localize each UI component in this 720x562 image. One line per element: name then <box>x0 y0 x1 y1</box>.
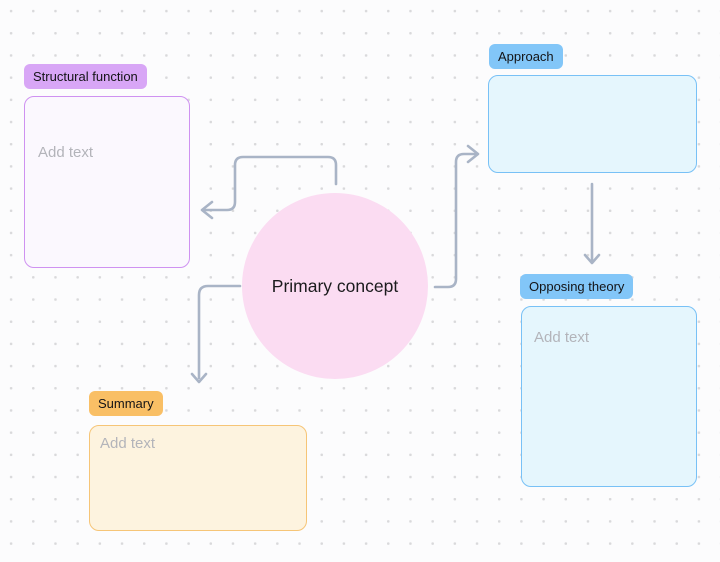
arrowhead-down-icon <box>190 372 208 384</box>
connector-line <box>433 152 478 289</box>
connector-central-to-summary[interactable] <box>190 284 242 384</box>
central-node-label: Primary concept <box>271 275 399 296</box>
node-label-structural-function[interactable]: Structural function <box>24 64 147 89</box>
connector-central-to-approach[interactable] <box>433 144 480 289</box>
placeholder-text: Add text <box>534 329 590 346</box>
arrowhead-down-icon <box>583 253 601 265</box>
placeholder-text: Add text <box>38 144 94 161</box>
node-box-opposing-theory[interactable]: Add text <box>521 306 697 487</box>
node-label-summary[interactable]: Summary <box>89 391 163 416</box>
placeholder-text: Add text <box>100 435 156 452</box>
node-label-opposing-theory[interactable]: Opposing theory <box>520 274 634 299</box>
node-box-summary[interactable]: Add text <box>89 425 307 531</box>
arrowhead-left-icon <box>200 200 214 220</box>
node-box-structural-function[interactable]: Add text <box>24 96 190 268</box>
node-label-approach[interactable]: Approach <box>489 44 563 69</box>
connector-approach-to-opposing[interactable] <box>583 182 601 265</box>
central-node[interactable]: Primary concept <box>242 193 428 379</box>
arrowhead-right-icon <box>466 144 480 164</box>
connector-line <box>197 284 242 380</box>
node-box-approach[interactable] <box>488 75 697 173</box>
